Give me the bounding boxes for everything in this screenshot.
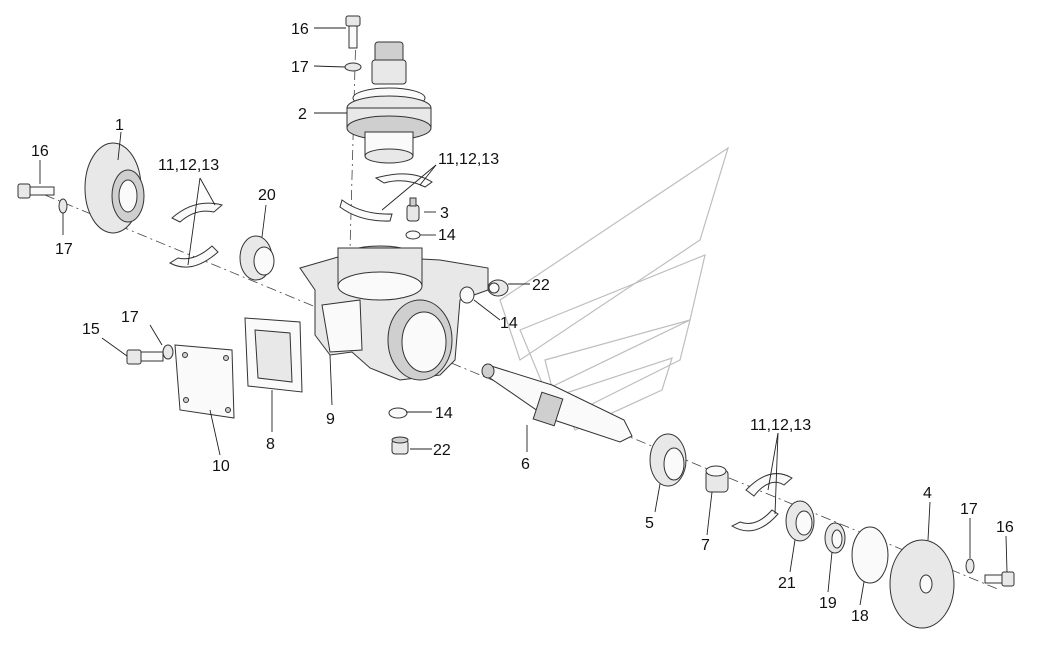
gasket-part-8 [244,317,303,393]
callout-label: 5 [645,515,654,532]
flange-part-5 [649,433,687,487]
shims-part-11-12-13-center [339,173,433,222]
callout-label: 8 [266,436,275,453]
callout-labels: 16 17 2 1 16 17 11,12,13 20 11,12,13 3 1… [31,21,1014,625]
housing-part-9 [299,245,489,381]
callout-label: 19 [819,595,837,612]
callout-label: 3 [440,205,449,222]
grease-fitting-part-3 [406,197,420,222]
washer-part-17-left [58,198,68,214]
callout-label: 17 [291,59,309,76]
callout-label: 16 [31,143,49,160]
callout-label: 16 [996,519,1014,536]
bolt-part-16-top [345,15,361,49]
bolt-part-16-right [984,571,1015,587]
assembly-axes [44,29,1001,591]
callout-label: 16 [291,21,309,38]
washer-part-17-middle [162,344,174,360]
callout-label: 11,12,13 [158,157,219,174]
plug-part-22-right [487,279,509,297]
callout-label: 10 [212,458,230,475]
callout-label: 14 [438,227,456,244]
callout-label: 2 [298,106,307,123]
seal-ring-part-14-bottom [388,407,408,419]
callout-label: 18 [851,608,869,625]
washer-part-17-top [344,62,362,72]
cover-plate-part-10 [174,344,235,419]
o-ring-part-18 [851,526,889,584]
callout-label: 14 [435,405,453,422]
washer-part-17-right [965,558,975,574]
callout-label: 11,12,13 [750,417,811,434]
bearing-part-20 [239,235,275,281]
bolt-part-16-left [17,183,55,199]
seal-ring-part-14-top [405,230,421,240]
callout-label: 20 [258,187,276,204]
seal-part-19 [824,522,846,554]
cover-part-4 [889,539,955,629]
callout-label: 17 [960,501,978,518]
leader-lines [39,27,1008,606]
callout-label: 9 [326,411,335,428]
callout-label: 11,12,13 [438,151,499,168]
callout-label: 4 [923,485,932,502]
bolt-part-15 [126,349,164,365]
callout-label: 22 [532,277,550,294]
callout-label: 6 [521,456,530,473]
callout-label: 17 [121,309,139,326]
plug-part-22-bottom [391,436,409,455]
cover-flange-part-1 [84,142,145,234]
bushing-part-7 [705,465,729,493]
callout-label: 7 [701,537,710,554]
callout-label: 21 [778,575,796,592]
callout-label: 1 [115,117,124,134]
shaft-part-6 [481,363,633,443]
callout-label: 15 [82,321,100,338]
shims-part-11-12-13-right [730,473,793,532]
callout-label: 17 [55,241,73,258]
shims-part-11-12-13-left [169,202,224,268]
steering-head-part-2 [346,41,432,164]
callout-label: 22 [433,442,451,459]
bearing-part-21 [785,500,815,542]
seal-ring-part-14-right [459,286,475,304]
callout-label: 14 [500,315,518,332]
